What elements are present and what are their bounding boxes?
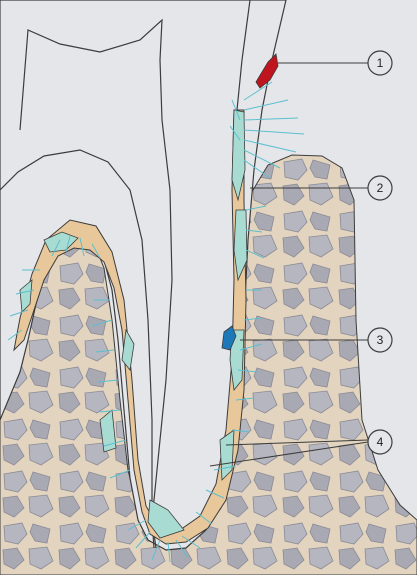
callout-2: 2 (368, 176, 392, 200)
callout-1-label: 1 (377, 56, 384, 70)
callout-2-label: 2 (377, 181, 384, 195)
callout-3: 3 (368, 328, 392, 352)
callout-4-label: 4 (377, 435, 384, 449)
callout-3-label: 3 (377, 333, 384, 347)
callout-4: 4 (368, 430, 392, 454)
callout-1: 1 (368, 51, 392, 75)
